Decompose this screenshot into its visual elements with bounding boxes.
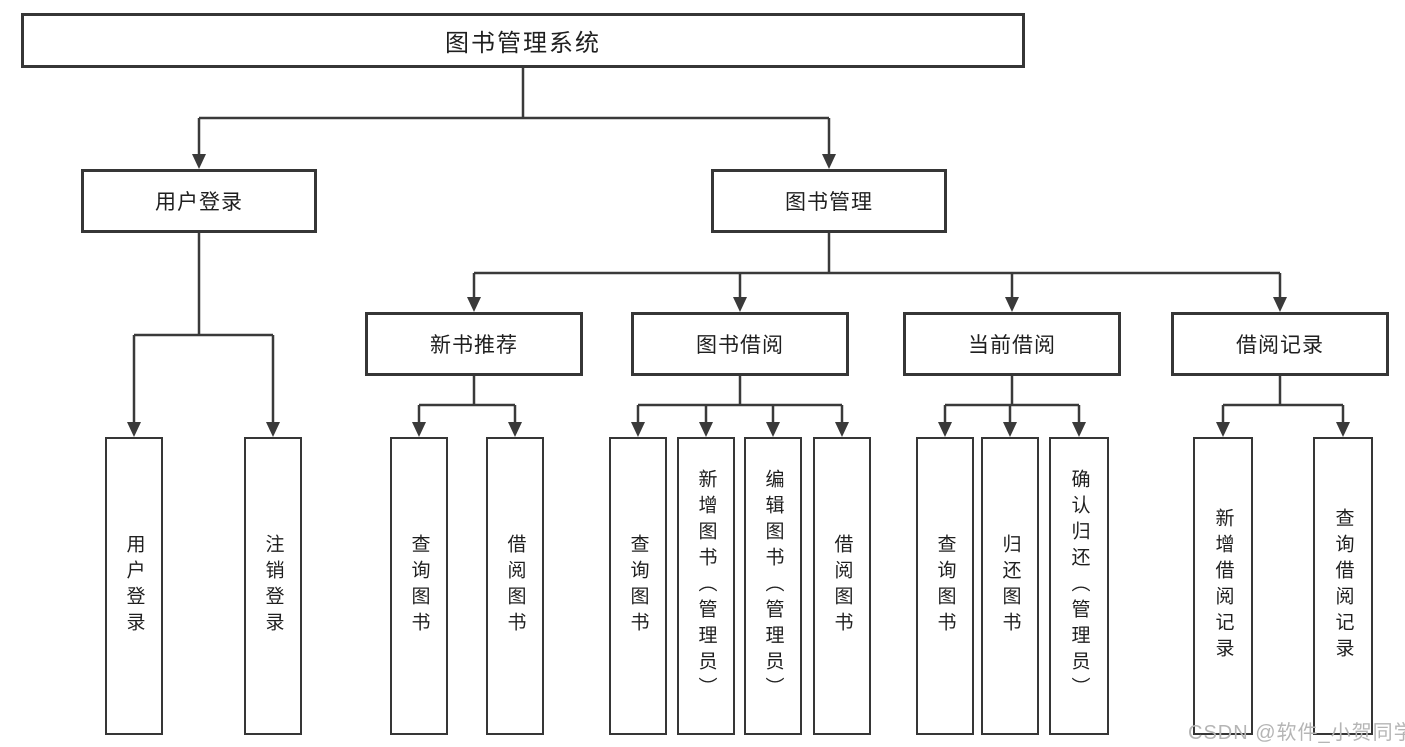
node-book-borrow: 图书借阅 [631,312,849,376]
node-book-borrow-label: 图书借阅 [696,334,784,357]
leaf-user-login-label: 用户登录 [123,534,145,638]
node-current-borrow: 当前借阅 [903,312,1121,376]
node-root-label: 图书管理系统 [445,30,601,57]
leaf-recommend-borrow-book-label: 借阅图书 [504,534,526,638]
node-user-login-branch-label: 用户登录 [155,191,243,214]
leaf-add-borrow-record: 新增借阅记录 [1193,437,1253,735]
leaf-query-borrow-record: 查询借阅记录 [1313,437,1373,735]
node-current-borrow-label: 当前借阅 [968,334,1056,357]
leaf-current-query-book-label: 查询图书 [934,534,956,638]
leaf-return-book-label: 归还图书 [999,534,1021,638]
leaf-borrow-book: 借阅图书 [813,437,871,735]
leaf-borrow-query-book: 查询图书 [609,437,667,735]
node-new-book-recommend-label: 新书推荐 [430,334,518,357]
leaf-add-borrow-record-label: 新增借阅记录 [1212,508,1234,664]
leaf-recommend-query-book: 查询图书 [390,437,448,735]
leaf-query-borrow-record-label: 查询借阅记录 [1332,508,1354,664]
leaf-borrow-query-book-label: 查询图书 [627,534,649,638]
node-root-system: 图书管理系统 [21,13,1025,68]
leaf-add-book-admin-label: 新增图书（管理员） [695,469,717,703]
leaf-borrow-book-label: 借阅图书 [831,534,853,638]
leaf-confirm-return-admin-label: 确认归还（管理员） [1068,469,1090,703]
leaf-edit-book-admin: 编辑图书（管理员） [744,437,802,735]
node-borrow-record-label: 借阅记录 [1236,334,1324,357]
leaf-edit-book-admin-label: 编辑图书（管理员） [762,469,784,703]
leaf-return-book: 归还图书 [981,437,1039,735]
node-new-book-recommend: 新书推荐 [365,312,583,376]
arrowheads [127,154,1350,437]
leaf-user-login: 用户登录 [105,437,163,735]
leaf-recommend-query-book-label: 查询图书 [408,534,430,638]
leaf-logout: 注销登录 [244,437,302,735]
node-book-management-branch-label: 图书管理 [785,191,873,214]
leaf-current-query-book: 查询图书 [916,437,974,735]
node-user-login-branch: 用户登录 [81,169,317,233]
leaf-logout-label: 注销登录 [262,534,284,638]
node-book-management-branch: 图书管理 [711,169,947,233]
csdn-watermark: CSDN @软件_小贺同学 [1188,722,1405,744]
leaf-add-book-admin: 新增图书（管理员） [677,437,735,735]
leaf-recommend-borrow-book: 借阅图书 [486,437,544,735]
node-borrow-record: 借阅记录 [1171,312,1389,376]
leaf-confirm-return-admin: 确认归还（管理员） [1049,437,1109,735]
